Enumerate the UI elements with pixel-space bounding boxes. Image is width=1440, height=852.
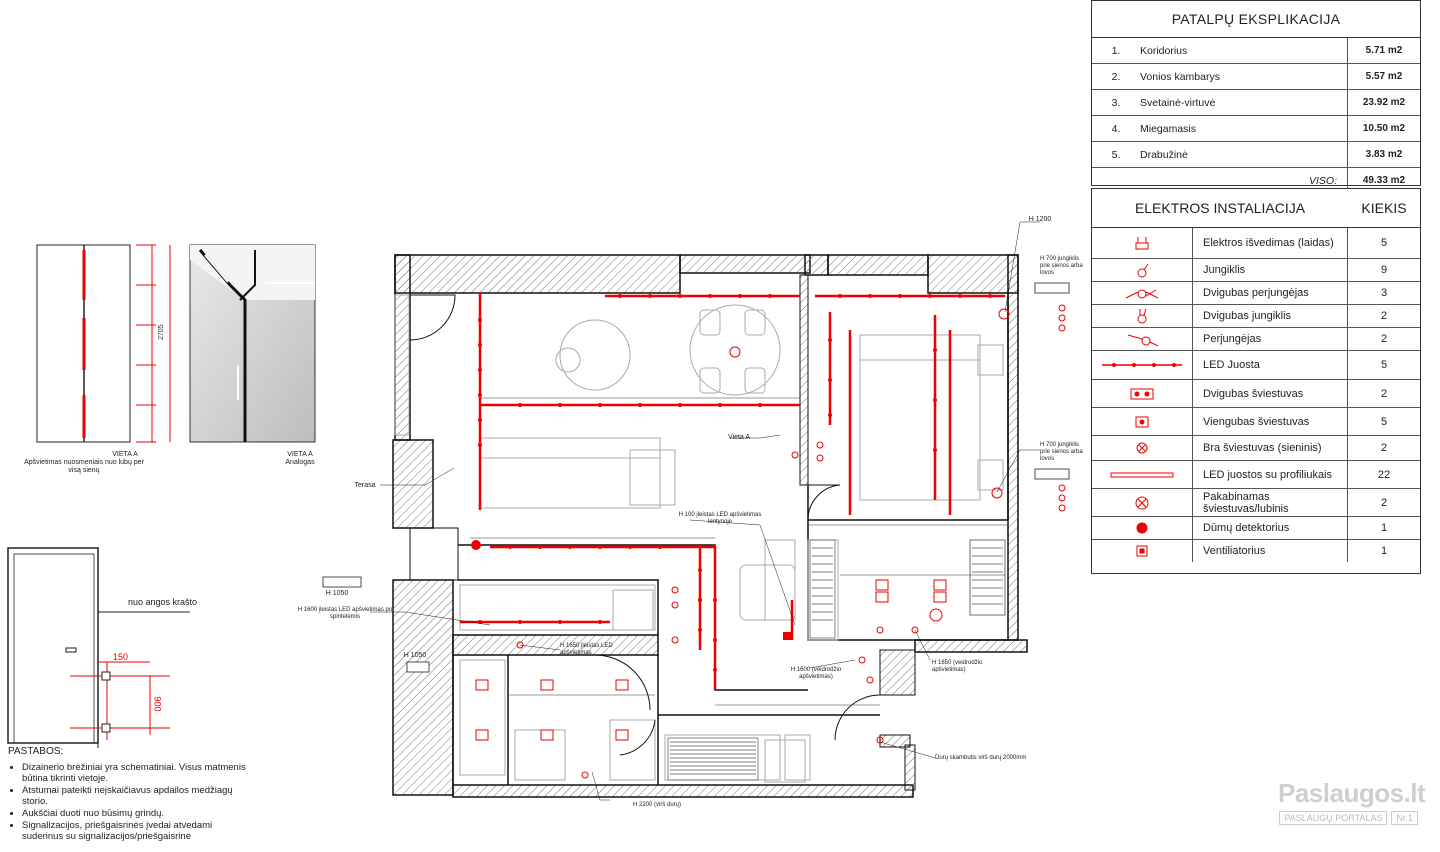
label-h2200: H 2200 (virš durų) [632, 802, 682, 808]
led-profile-icon [1092, 461, 1193, 488]
door-elevation [7, 547, 190, 748]
table-row: Bra šviestuvas (sieninis) 2 [1092, 436, 1420, 461]
watermark-brand: Paslaugos.lt [1278, 778, 1426, 808]
fan-icon [1092, 540, 1193, 562]
label-h1650b: H 1650 (veidrodžio apšvietimas) [932, 660, 983, 673]
label-h1600: H 1600 (veidrodžio apšvietimas) [790, 667, 842, 680]
label-h1600-led: H 1600 įleistas LED apšvietimas po spint… [297, 607, 393, 620]
note-item: Dizainerio brėžiniai yra schematiniai. V… [22, 762, 248, 784]
led-strips [460, 292, 1005, 690]
electrical-title: ELEKTROS INSTALIACIJA [1134, 200, 1306, 216]
dim-2705: 2705 [158, 324, 165, 340]
watermark-badge: Nr.1 [1391, 811, 1418, 825]
double-changeover-switch-icon [1092, 282, 1193, 304]
label-h100: H 100 įleistas LED apšvietimas lentynoje [678, 512, 762, 525]
smoke-detector-icon [1092, 517, 1193, 539]
table-row: 1. Koridorius 5.71 m2 [1092, 38, 1420, 64]
table-row: Dvigubas šviestuvas 2 [1092, 380, 1420, 408]
table-row: Dvigubas jungiklis 2 [1092, 305, 1420, 328]
explication-title: PATALPŲ EKSPLIKACIJA [1092, 1, 1420, 38]
table-row: 3. Svetainė-virtuvė 23.92 m2 [1092, 90, 1420, 116]
smoke-detector-marker [471, 540, 481, 550]
table-row: Jungiklis 9 [1092, 259, 1420, 282]
label-h1050a: H 1050 [325, 590, 349, 597]
table-row: Perjungėjas 2 [1092, 328, 1420, 351]
table-row: 2. Vonios kambarys 5.57 m2 [1092, 64, 1420, 90]
leader-lines [370, 221, 1040, 801]
vieta-a-caption-2: Analogas [285, 459, 315, 466]
door-offset-label: nuo angos krašto [128, 597, 198, 607]
label-h700-2: H 700 jungiklis prie sienos arba lovos [1040, 442, 1083, 462]
switch-icon [1092, 259, 1193, 281]
double-light-icon [1092, 380, 1193, 407]
dim-900: 900 [152, 696, 163, 712]
vieta-a-title-2: VIETA A [287, 451, 313, 458]
table-row: LED juostos su profiliukais 22 [1092, 461, 1420, 489]
light-fixtures [475, 308, 1010, 741]
electrical-installation-table: ELEKTROS INSTALIACIJA KIEKIS Elektros iš… [1091, 188, 1421, 574]
note-item: Atstumai pateikti neįskaičiavus apdailos… [22, 785, 248, 807]
label-h700-1: H 700 jungiklis prie sienos arba lovos [1040, 256, 1083, 276]
label-h1200: H 1200 [1028, 216, 1052, 223]
pendant-light-icon [1092, 489, 1193, 516]
table-row: Viengubas šviestuvas 5 [1092, 408, 1420, 436]
notes-title: PASTABOS: [8, 746, 64, 757]
vieta-a-caption-1: Apšvietimas nuosmeniais nuo lubų per vis… [24, 459, 144, 474]
note-item: Signalizacijos, priešgaisrinės įvedai at… [22, 820, 248, 842]
fan-marker [783, 632, 791, 640]
electrical-header: ELEKTROS INSTALIACIJA KIEKIS [1092, 189, 1420, 228]
label-vieta-a: Vieta A [727, 434, 751, 441]
table-row: LED Juosta 5 [1092, 351, 1420, 380]
label-terasa: Terasa [354, 482, 376, 489]
notes-block: PASTABOS: Dizainerio brėžiniai yra schem… [8, 746, 248, 843]
label-skambutis: Durų skambutis virš durų 2000mm [935, 755, 1027, 761]
storage-hatch [667, 539, 1006, 781]
elevation-vieta-a [36, 244, 171, 443]
led-dots [478, 294, 992, 672]
watermark-sub: PASLAUGŲ PORTALAS [1279, 811, 1388, 825]
note-item: Aukščiai duoti nuo būsimų grindų. [22, 808, 248, 819]
label-h1650: H 1650 įleistas LED apšvietimas [560, 643, 613, 656]
furniture [394, 294, 1006, 783]
table-row: Elektros išvedimas (laidas) 5 [1092, 228, 1420, 259]
dimension-lines [470, 397, 1008, 706]
wall-light-icon [1092, 436, 1193, 460]
changeover-switch-icon [1092, 328, 1193, 350]
table-total-row: VISO: 49.33 m2 [1092, 168, 1420, 193]
table-row: Ventiliatorius 1 [1092, 540, 1420, 562]
vieta-a-title-1: VIETA A [112, 451, 138, 458]
table-row: Dvigubas perjungėjas 3 [1092, 282, 1420, 305]
room-explication-table: PATALPŲ EKSPLIKACIJA 1. Koridorius 5.71 … [1091, 0, 1421, 193]
table-row: Dūmų detektorius 1 [1092, 517, 1420, 540]
single-light-icon [1092, 408, 1193, 435]
table-row: 5. Drabužinė 3.83 m2 [1092, 142, 1420, 168]
qty-title: KIEKIS [1361, 200, 1407, 216]
table-row: Pakabinamas šviestuvas/lubinis 2 [1092, 489, 1420, 517]
table-row: 4. Miegamasis 10.50 m2 [1092, 116, 1420, 142]
door-swings [409, 294, 881, 756]
switch-markers [516, 304, 1066, 779]
label-h1050b: H 1050 [403, 652, 427, 659]
socket-boxes [322, 282, 1070, 673]
outlet-wire-icon [1092, 228, 1193, 258]
watermark: Paslaugos.lt PASLAUGŲ PORTALAS Nr.1 [1278, 778, 1426, 825]
double-switch-icon [1092, 305, 1193, 327]
apartment-walls [392, 254, 1028, 798]
dim-150: 150 [113, 652, 129, 662]
photo-analog [189, 244, 316, 443]
led-strip-icon [1092, 351, 1193, 379]
